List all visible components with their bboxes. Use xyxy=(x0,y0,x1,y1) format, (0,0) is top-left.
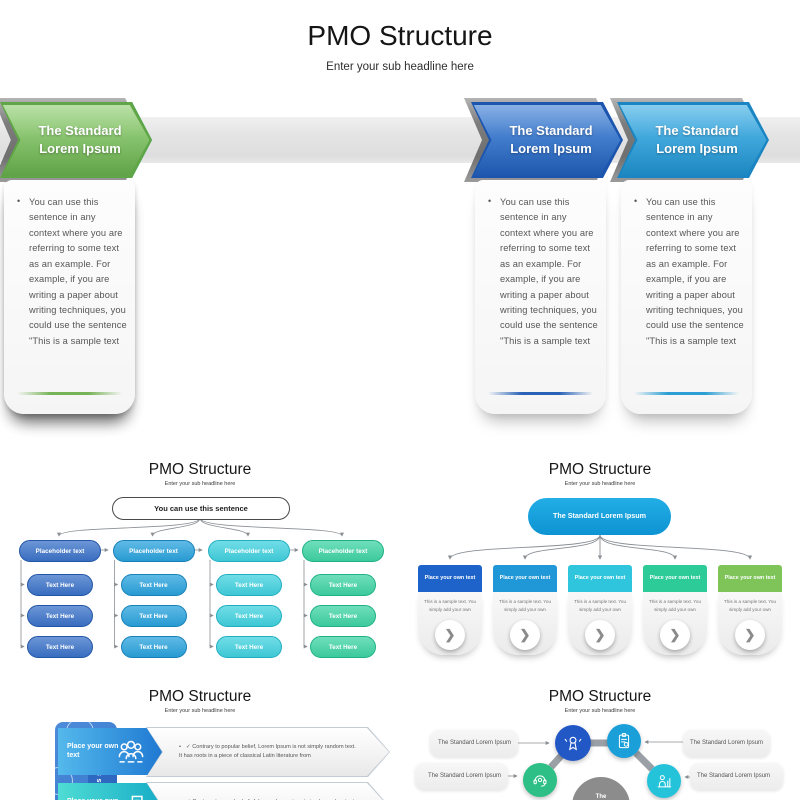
org-column-header: Placeholder text xyxy=(112,540,195,562)
node-label: The Standard Lorem Ipsum xyxy=(415,763,508,790)
org-column-header: Placeholder text xyxy=(208,540,290,562)
bullet: • xyxy=(179,744,181,751)
bullet: • xyxy=(488,196,492,206)
thumbnail-circle-diagram[interactable]: PMO Structure Enter your sub headline he… xyxy=(400,682,800,800)
thumb-subtitle: Enter your sub headline here xyxy=(164,481,236,487)
thumbnail-arrow-list[interactable]: PMO Structure Enter your sub headline he… xyxy=(0,682,400,800)
center-node: The Standard Lorem Ipsum xyxy=(572,777,630,800)
step-header: The Standard Lorem Ipsum xyxy=(509,123,593,156)
bullet: • xyxy=(17,196,21,206)
team-icon xyxy=(114,736,148,766)
org-item: Text Here xyxy=(27,605,93,627)
thumb-subtitle: Enter your sub headline here xyxy=(164,708,236,714)
org-column-header: Placeholder text xyxy=(302,540,384,562)
step-1: The Standard Lorem Ipsum • You can use t… xyxy=(471,102,623,414)
org-item: Text Here xyxy=(216,636,282,658)
node-label: The Standard Lorem Ipsum xyxy=(683,730,770,757)
support-icon xyxy=(533,775,547,787)
analyst-icon xyxy=(657,775,672,788)
step-body: You can use this sentence in any context… xyxy=(500,197,598,346)
row-banner: Place your own text xyxy=(58,728,170,775)
org-item: Text Here xyxy=(310,574,376,596)
chevron-button: ❯ xyxy=(510,620,540,650)
chevron-button: ❯ xyxy=(435,620,465,650)
thumb-title: PMO Structure xyxy=(148,688,252,705)
step-2: The Standard Lorem Ipsum • You can use t… xyxy=(617,102,769,414)
chevron-banner: The Standard Lorem Ipsum xyxy=(617,102,769,178)
step-header: The Standard Lorem Ipsum xyxy=(655,123,739,156)
chevron-button: ❯ xyxy=(660,620,690,650)
thumb-title: PMO Structure xyxy=(148,461,252,478)
clipboard-icon xyxy=(618,733,630,749)
thumb-subtitle: Enter your sub headline here xyxy=(564,481,636,487)
chevron-banner: The Standard Lorem Ipsum xyxy=(0,102,152,178)
org-item: Text Here xyxy=(27,636,93,658)
step-card: • You can use this sentence in any conte… xyxy=(621,180,752,414)
org-item: Text Here xyxy=(216,574,282,596)
diagram-node xyxy=(523,763,557,797)
thumbnail-cards[interactable]: PMO Structure Enter your sub headline he… xyxy=(400,455,800,675)
page-subtitle: Enter your sub headline here xyxy=(326,61,474,73)
row-banner: Place your own text xyxy=(58,783,170,800)
card-header: Place your own text xyxy=(643,565,707,592)
row-label: Place your own text xyxy=(67,797,119,800)
thumb-title: PMO Structure xyxy=(548,461,652,478)
accent-line xyxy=(488,392,593,395)
page-title: PMO Structure xyxy=(307,20,493,51)
org-item: Text Here xyxy=(310,605,376,627)
card-header: Place your own text xyxy=(493,565,557,592)
thumb-title: PMO Structure xyxy=(548,688,652,705)
chevron-right-icon: ❯ xyxy=(519,627,531,642)
step-card: • You can use this sentence in any conte… xyxy=(4,180,135,414)
award-icon xyxy=(564,736,582,751)
root-node: The Standard Lorem Ipsum xyxy=(528,498,671,535)
org-item: Text Here xyxy=(27,574,93,596)
org-item: Text Here xyxy=(120,605,187,627)
step-5: The Standard Lorem Ipsum • You can use t… xyxy=(0,102,152,414)
node-label: The Standard Lorem Ipsum xyxy=(690,763,783,790)
accent-line xyxy=(17,392,122,395)
chevron-right-icon: ❯ xyxy=(744,627,756,642)
card-header: Place your own text xyxy=(418,565,482,592)
step-body: You can use this sentence in any context… xyxy=(29,197,127,346)
diagram-node xyxy=(607,724,641,758)
org-item: Text Here xyxy=(120,636,187,658)
node-label: The Standard Lorem Ipsum xyxy=(430,730,518,757)
thumb-subtitle: Enter your sub headline here xyxy=(564,708,636,714)
chevron-right-icon: ❯ xyxy=(594,627,606,642)
row-text: ✓ Contrary to popular belief, Lorem Ipsu… xyxy=(179,744,356,759)
chevron-button: ❯ xyxy=(585,620,615,650)
chevron-button: ❯ xyxy=(735,620,765,650)
row-label: Place your own text xyxy=(67,742,119,760)
org-item: Text Here xyxy=(310,636,376,658)
step-body: You can use this sentence in any context… xyxy=(646,197,744,346)
thumbnail-org-chart[interactable]: PMO Structure Enter your sub headline he… xyxy=(0,455,400,675)
root-node: You can use this sentence xyxy=(112,497,290,520)
bullet: • xyxy=(634,196,638,206)
chevron-right-icon: ❯ xyxy=(669,627,681,642)
accent-line xyxy=(634,392,739,395)
org-item: Text Here xyxy=(120,574,187,596)
connector-lines xyxy=(508,739,690,779)
connector-lines xyxy=(20,517,344,649)
row-text-arrow: •✓ Contrary to popular belief, Lorem Ips… xyxy=(146,727,390,777)
org-item: Text Here xyxy=(216,605,282,627)
step-header: The Standard Lorem Ipsum xyxy=(38,123,122,156)
diagram-node xyxy=(555,725,591,761)
step-card: • You can use this sentence in any conte… xyxy=(475,180,606,414)
chevron-right-icon: ❯ xyxy=(444,627,456,642)
organization-icon xyxy=(114,791,148,800)
org-column-header: Placeholder text xyxy=(19,540,101,562)
card-header: Place your own text xyxy=(568,565,632,592)
row-text-arrow: •✓ Contrary to popular belief, Lorem Ips… xyxy=(146,782,390,800)
connector-lines xyxy=(447,534,753,560)
chevron-banner: The Standard Lorem Ipsum xyxy=(471,102,623,178)
diagram-node xyxy=(647,764,681,798)
card-header: Place your own text xyxy=(718,565,782,592)
